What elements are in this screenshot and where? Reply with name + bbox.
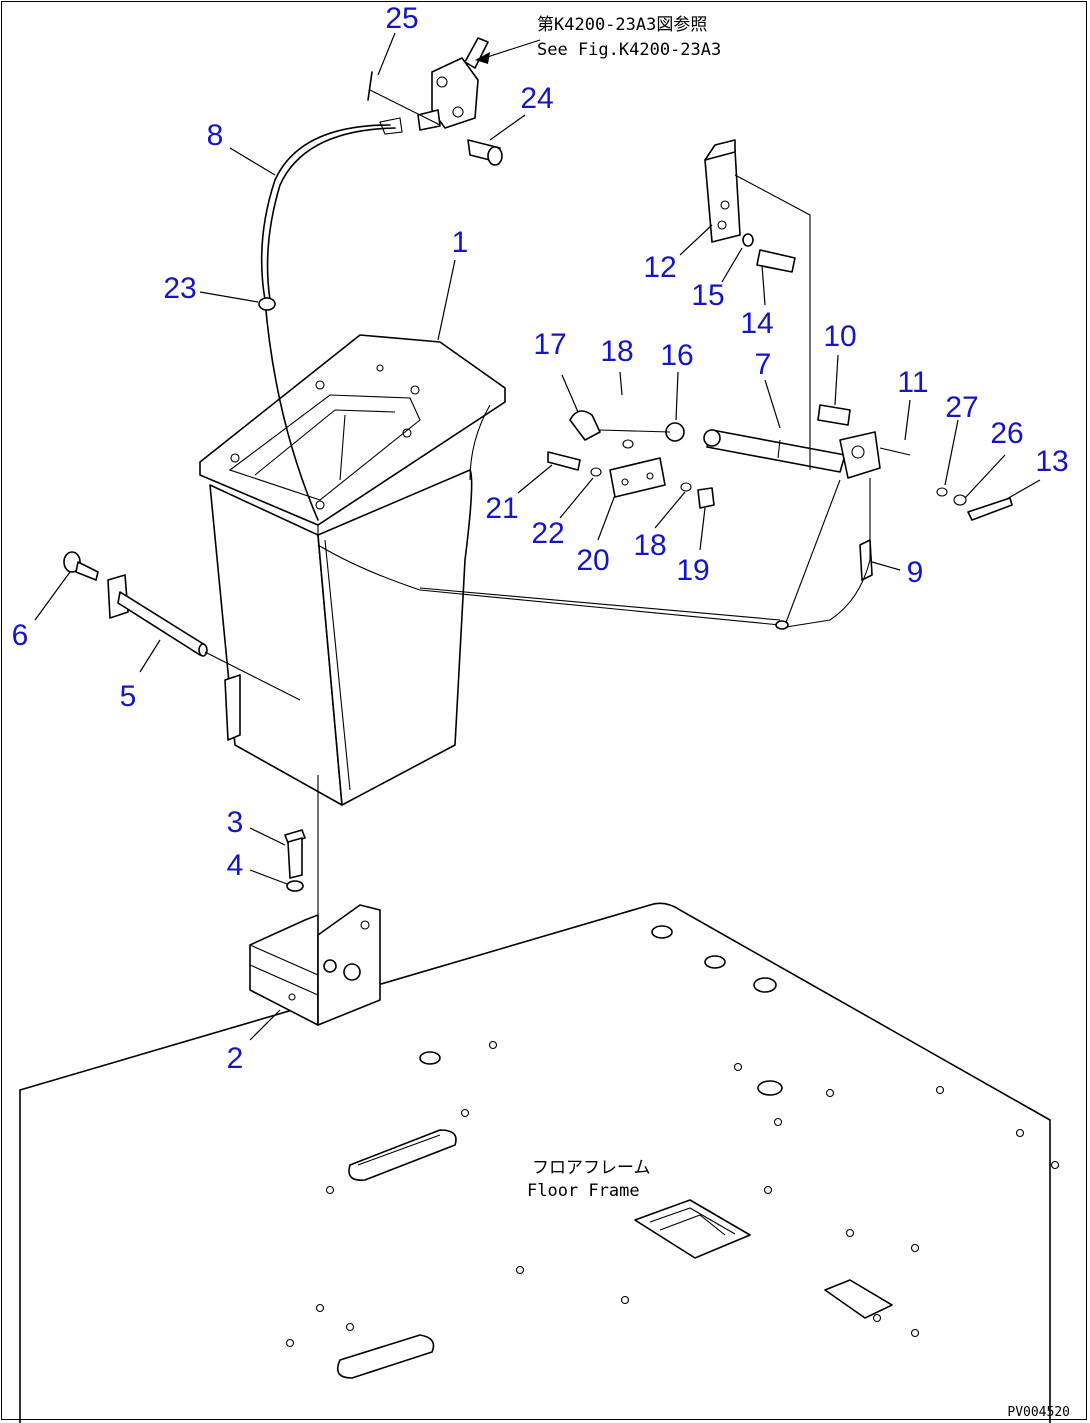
callout-8: 8 [207, 119, 224, 152]
callout-labels: 25 24 8 23 1 12 15 14 17 18 16 7 10 11 2… [12, 2, 1069, 1075]
damper-7 [703, 429, 846, 473]
callout-12: 12 [643, 251, 676, 284]
console-box [199, 334, 506, 806]
callout-5: 5 [120, 680, 137, 713]
callout-23: 23 [163, 272, 196, 305]
callout-19: 19 [676, 554, 709, 587]
callout-15: 15 [691, 279, 724, 312]
callout-27: 27 [945, 391, 978, 424]
callout-1: 1 [452, 226, 469, 259]
top-lever [367, 37, 541, 166]
callout-17: 17 [533, 328, 566, 361]
washer-4 [286, 880, 304, 892]
callout-11: 11 [897, 366, 928, 399]
floor-frame-label: フロアフレーム Floor Frame [527, 1158, 651, 1201]
ball-joint-17 [569, 410, 685, 449]
clip-6 [63, 551, 99, 581]
pin-5 [107, 574, 301, 701]
callout-13: 13 [1035, 445, 1068, 478]
cable-8 [258, 117, 403, 521]
bracket-2 [249, 775, 381, 1026]
callout-26: 26 [990, 417, 1023, 450]
hinge-10 [817, 404, 911, 479]
bolt-14 [742, 233, 796, 273]
reference-note-en: See Fig.K4200-23A3 [537, 40, 721, 60]
floor-frame-label-jp: フロアフレーム [532, 1158, 651, 1178]
callout-6: 6 [12, 619, 29, 652]
bolt-21 [547, 451, 581, 471]
floor-frame [19, 902, 1060, 1423]
floor-frame-label-en: Floor Frame [527, 1181, 640, 1201]
callout-14: 14 [740, 307, 773, 340]
leader-lines [34, 32, 1041, 1041]
callout-9: 9 [907, 556, 924, 589]
callout-25: 25 [385, 2, 418, 35]
pin-13 [936, 487, 1013, 521]
callout-10: 10 [823, 320, 856, 353]
reference-note-jp: 第K4200-23A3図参照 [537, 15, 707, 35]
callout-18b: 18 [633, 529, 666, 562]
handle-9 [779, 478, 873, 629]
callout-24: 24 [520, 82, 553, 115]
callout-22: 22 [531, 517, 564, 550]
bolt-3 [284, 829, 306, 879]
link-rod [317, 479, 841, 630]
callout-7: 7 [755, 348, 772, 381]
bracket-12 [704, 139, 811, 470]
callout-3: 3 [227, 806, 244, 839]
callout-21: 21 [485, 492, 518, 525]
callout-4: 4 [227, 849, 244, 882]
callout-16: 16 [660, 339, 693, 372]
callout-18a: 18 [600, 335, 633, 368]
callout-2: 2 [227, 1042, 244, 1075]
reference-note: 第K4200-23A3図参照 See Fig.K4200-23A3 [537, 15, 721, 60]
plate-20 [590, 457, 715, 509]
drawing-code: PV004520 [1007, 1405, 1070, 1420]
callout-20: 20 [576, 544, 609, 577]
